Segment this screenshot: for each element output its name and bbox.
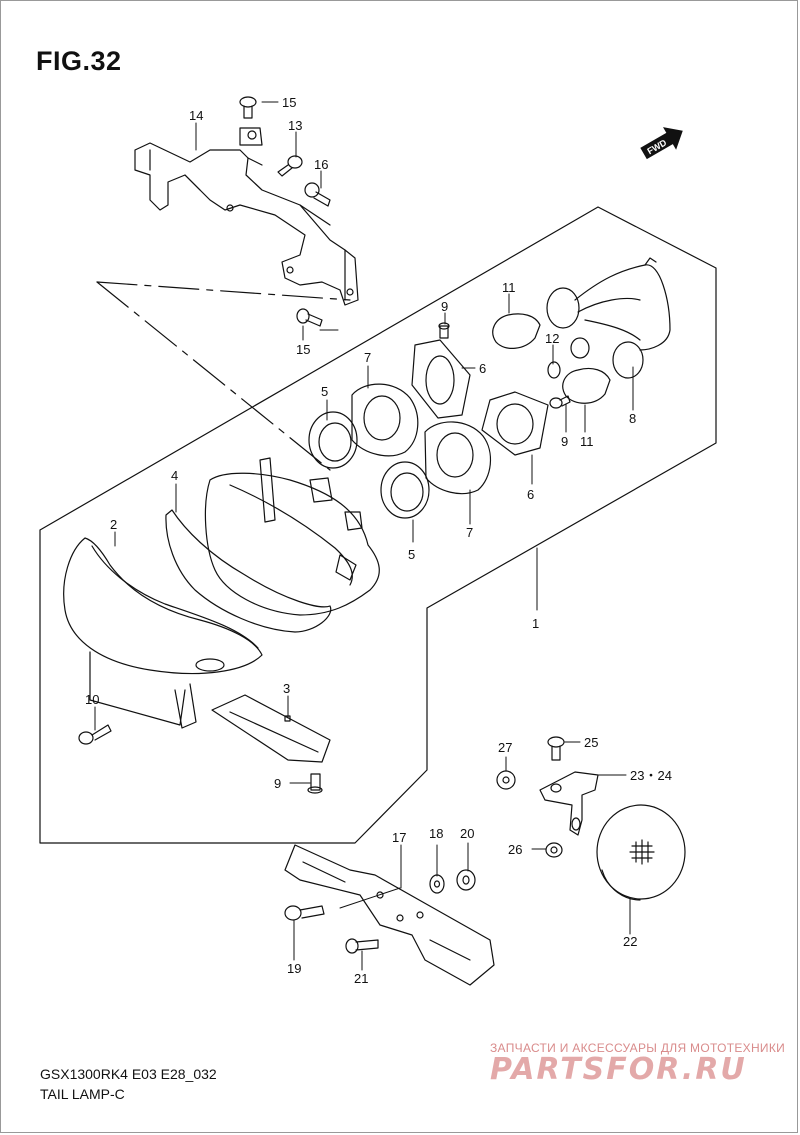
callout-label: 27 — [498, 740, 512, 755]
gasket-4 — [165, 509, 332, 633]
callout-label: 8 — [629, 411, 636, 426]
reflector-bracket-23-24 — [539, 771, 599, 836]
callout-label: 5 — [408, 547, 415, 562]
callout-label: 1 — [532, 616, 539, 631]
nut-27 — [496, 770, 516, 790]
bolt-21 — [345, 938, 379, 954]
screw-13 — [277, 155, 303, 177]
holder-7-upper — [351, 383, 419, 457]
callout-label: 17 — [392, 830, 406, 845]
bolt-16 — [304, 182, 331, 207]
harness-8 — [546, 257, 671, 379]
callout-labels: 15 14 13 16 15 9 11 12 7 6 5 9 11 8 4 2 … — [85, 95, 672, 986]
callout-label: 26 — [508, 842, 522, 857]
callout-label: 10 — [85, 692, 99, 707]
license-bracket-17 — [284, 844, 495, 986]
screw-19 — [284, 905, 325, 921]
callout-label: 6 — [527, 487, 534, 502]
leader-lines — [94, 101, 634, 971]
callout-label: 6 — [479, 361, 486, 376]
callout-label: 9 — [561, 434, 568, 449]
callout-label: 22 — [623, 934, 637, 949]
figure-title: FIG.32 — [36, 46, 122, 76]
callout-label: 14 — [189, 108, 203, 123]
assembly-outline — [39, 206, 717, 844]
leader-dashed — [96, 281, 331, 471]
gasket-6-upper — [411, 339, 471, 419]
bulb-11-upper — [492, 313, 541, 349]
callout-label: 7 — [364, 350, 371, 365]
socket-ring-5-upper — [308, 411, 358, 469]
callout-label: 11 — [580, 434, 594, 449]
reflector-22 — [596, 804, 686, 901]
socket-ring-5-lower — [380, 461, 430, 519]
washer-18 — [429, 874, 445, 894]
callout-label: 19 — [287, 961, 301, 976]
callout-label: 3 — [283, 681, 290, 696]
bracket-14 — [134, 127, 359, 306]
callout-label: 21 — [354, 971, 368, 986]
housing-1 — [204, 457, 380, 616]
bulb-11-lower — [562, 367, 611, 404]
callout-label: 4 — [171, 468, 178, 483]
screw-15-top — [239, 96, 257, 119]
holder-7-lower — [424, 421, 492, 495]
callout-label: 9 — [274, 776, 281, 791]
callout-label: 9 — [441, 299, 448, 314]
callout-label: 18 — [429, 826, 443, 841]
callout-label: 13 — [288, 118, 302, 133]
model-code: GSX1300RK4 E03 E28_032 — [40, 1066, 217, 1082]
nut-20 — [456, 869, 476, 891]
callout-label: 25 — [584, 735, 598, 750]
screw-15-bottom — [296, 308, 323, 327]
callout-label: 20 — [460, 826, 474, 841]
callout-label: 12 — [545, 331, 559, 346]
callout-label: 2 — [110, 517, 117, 532]
callout-label: 11 — [502, 280, 516, 295]
callout-label: 16 — [314, 157, 328, 172]
screw-9-bottom — [307, 773, 323, 794]
callout-label: 5 — [321, 384, 328, 399]
nut-26 — [545, 842, 563, 858]
callout-label: 15 — [296, 342, 310, 357]
diagram-name: TAIL LAMP-C — [40, 1086, 125, 1102]
watermark-tagline: ЗАПЧАСТИ И АКСЕССУАРЫ ДЛЯ МОТОТЕХНИКИ — [490, 1041, 786, 1055]
leader-dashed — [96, 281, 351, 301]
screw-10 — [78, 724, 112, 745]
plate-3 — [211, 694, 331, 763]
watermark-logo: PARTSFOR.RU — [490, 1052, 747, 1087]
screw-25 — [547, 736, 565, 761]
fwd-arrow-icon: FWD — [640, 127, 683, 160]
bulb-12 — [547, 361, 561, 379]
gasket-6-lower — [481, 391, 549, 456]
callout-label: 15 — [282, 95, 296, 110]
screw-9-top — [438, 322, 450, 339]
lens-2 — [63, 537, 263, 729]
callout-label: 7 — [466, 525, 473, 540]
callout-label: 23・24 — [630, 768, 672, 783]
